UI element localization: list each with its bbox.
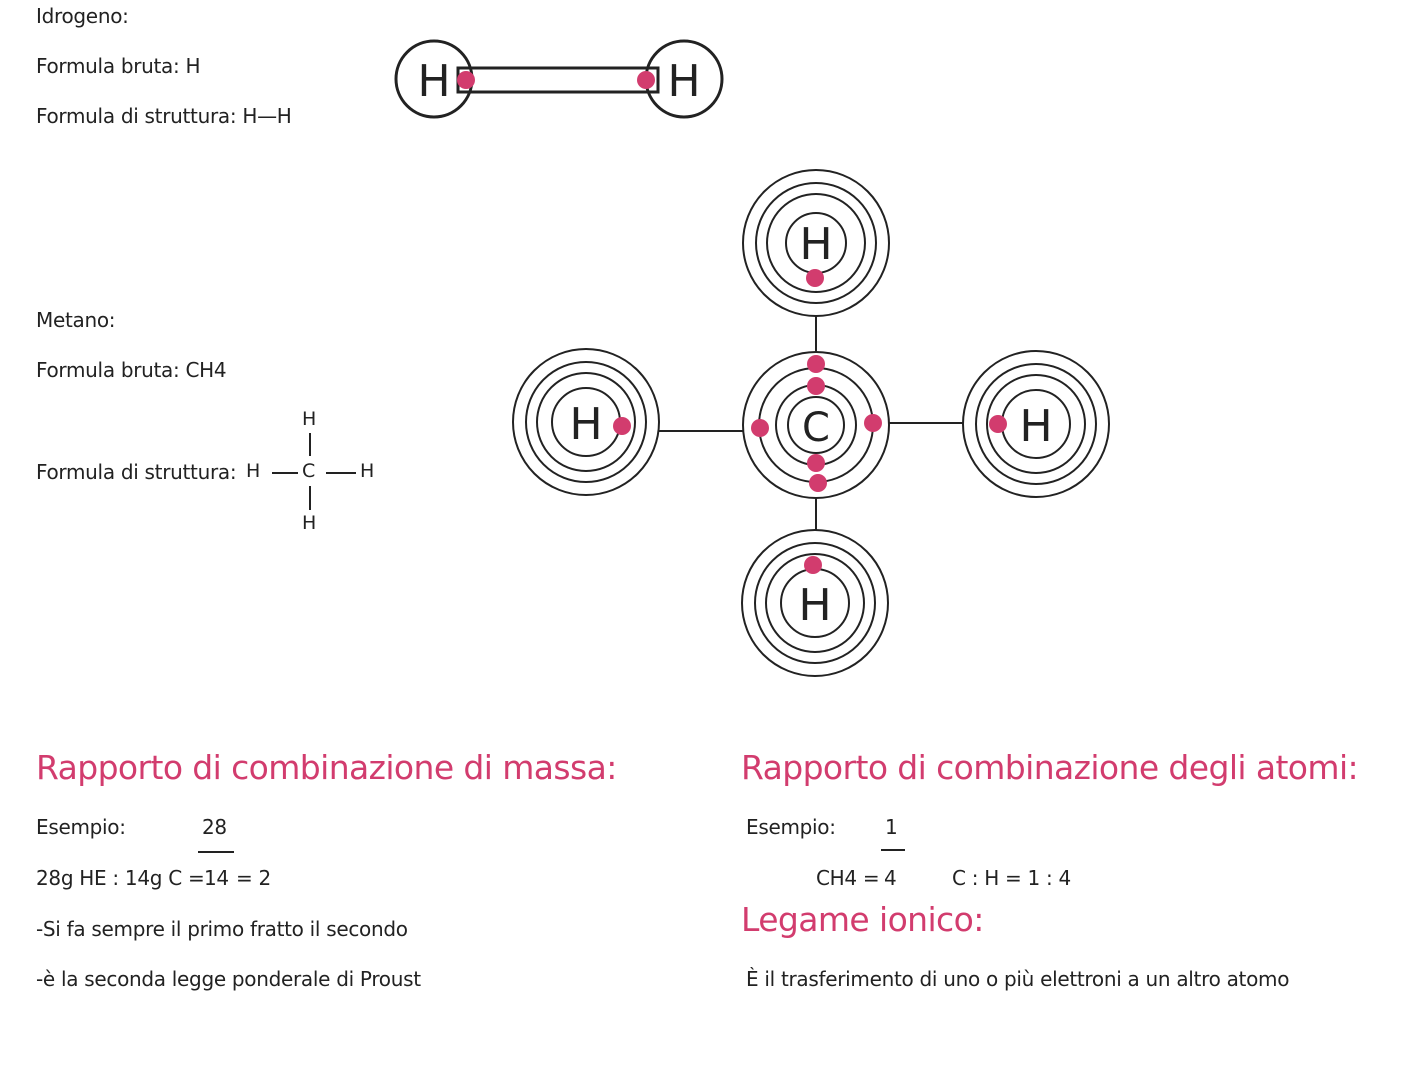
atomi-heading: Rapporto di combinazione degli atomi: xyxy=(741,748,1359,787)
svg-text:H: H xyxy=(569,399,602,450)
massa-heading: Rapporto di combinazione di massa: xyxy=(36,748,617,787)
struct-h-left: H xyxy=(246,460,261,482)
ionico-heading: Legame ionico: xyxy=(741,900,984,939)
struct-h-bottom: H xyxy=(302,512,317,534)
atomi-fraction-line xyxy=(881,849,905,851)
atomi-expression: CH4 = xyxy=(816,866,880,890)
electron-h-bottom xyxy=(804,556,822,574)
atomi-denominator: 4 xyxy=(884,866,897,890)
ch4-h-left: H xyxy=(512,348,660,496)
atomi-ratio: C : H = 1 : 4 xyxy=(952,866,1071,890)
massa-denominator: 14 xyxy=(204,866,229,890)
massa-note-2: -è la seconda legge ponderale di Proust xyxy=(36,967,421,991)
massa-expression: 28g HE : 14g C = xyxy=(36,866,205,890)
massa-note-1: -Si fa sempre il primo fratto il secondo xyxy=(36,917,408,941)
h2-label-left: H xyxy=(417,56,450,107)
metano-formula-bruta: Formula bruta: CH4 xyxy=(36,358,227,382)
ch4-h-bottom: H xyxy=(741,529,889,677)
svg-text:C: C xyxy=(802,405,830,451)
svg-text:H: H xyxy=(799,219,832,270)
electron-c-top-1 xyxy=(807,355,825,373)
massa-fraction-line xyxy=(198,851,234,853)
metano-formula-struttura-label: Formula di struttura: xyxy=(36,460,237,484)
electron-c-bottom-1 xyxy=(807,454,825,472)
svg-text:H: H xyxy=(798,580,831,631)
struct-h-top: H xyxy=(302,408,317,430)
struct-h-right: H xyxy=(360,460,375,482)
idrogeno-formula-struttura: Formula di struttura: H—H xyxy=(36,104,292,128)
ionico-text: È il trasferimento di uno o più elettron… xyxy=(746,967,1290,991)
atomi-esempio-label: Esempio: xyxy=(746,815,836,839)
h2-electron-left xyxy=(457,71,475,89)
massa-result: = 2 xyxy=(236,866,271,890)
electron-c-bottom-2 xyxy=(809,474,827,492)
electron-c-top-2 xyxy=(807,377,825,395)
h2-label-right: H xyxy=(667,56,700,107)
massa-numerator: 28 xyxy=(202,815,227,839)
electron-h-left xyxy=(613,417,631,435)
metano-title: Metano: xyxy=(36,308,116,332)
h2-electron-right xyxy=(637,71,655,89)
ch4-h-right: H xyxy=(962,350,1110,498)
massa-esempio-label: Esempio: xyxy=(36,815,126,839)
atomi-numerator: 1 xyxy=(885,815,898,839)
electron-c-right xyxy=(864,414,882,432)
svg-text:H: H xyxy=(1019,401,1052,452)
ch4-h-top: H xyxy=(742,169,890,317)
electron-h-right xyxy=(989,415,1007,433)
idrogeno-formula-bruta: Formula bruta: H xyxy=(36,54,201,78)
electron-h-top xyxy=(806,269,824,287)
electron-c-left xyxy=(751,419,769,437)
idrogeno-title: Idrogeno: xyxy=(36,4,129,28)
struct-c: C xyxy=(302,460,316,482)
